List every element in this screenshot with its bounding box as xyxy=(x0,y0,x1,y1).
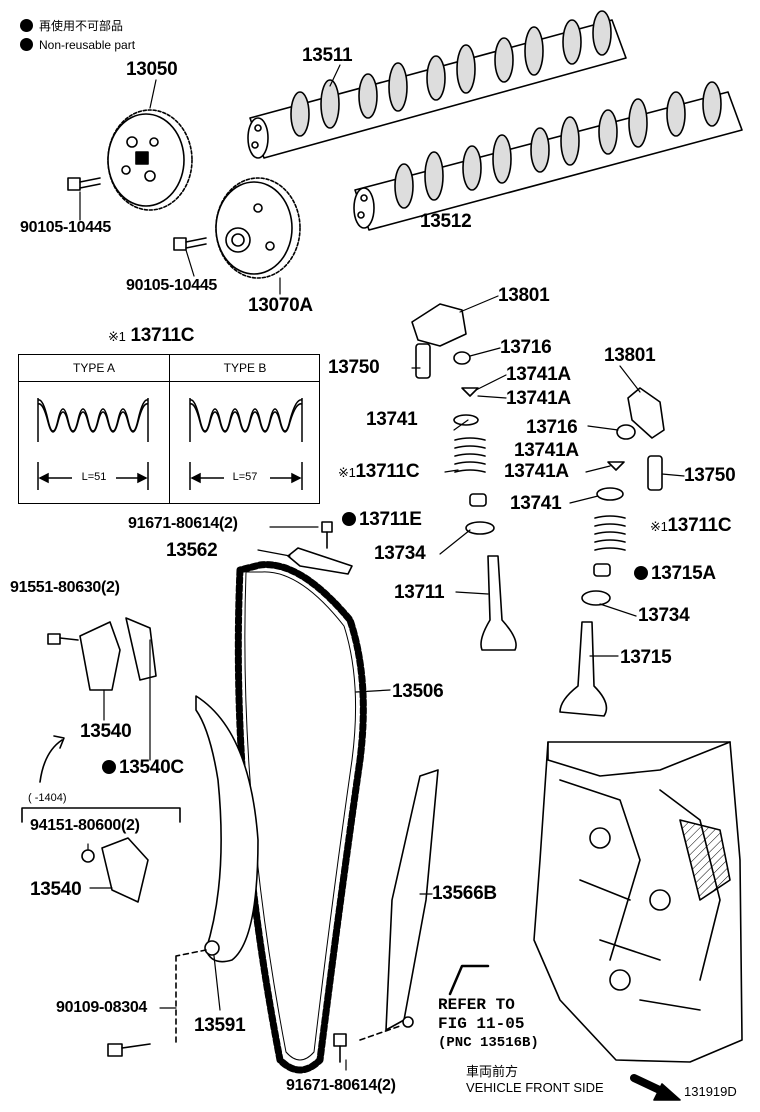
label-91671-top: 91671-80614(2) xyxy=(128,515,238,532)
non-reusable-dot-icon xyxy=(20,19,33,32)
label-13711c-b: ※113711C xyxy=(650,515,732,536)
label-13741a-3: 13741A xyxy=(514,440,579,461)
date-range-note: ( -1404) xyxy=(28,792,67,804)
rocker-arm-13801-b xyxy=(627,387,665,439)
label-13715: 13715 xyxy=(620,647,672,668)
label-90109: 90109-08304 xyxy=(56,999,148,1016)
label-91671-bot: 91671-80614(2) xyxy=(286,1077,396,1094)
chain-tensioner-13540-a xyxy=(47,617,157,691)
label-13734-b: 13734 xyxy=(638,605,690,626)
legend-jp-row: 再使用不可部品 xyxy=(20,16,135,35)
camshaft-13512 xyxy=(353,81,743,231)
label-13070a: 13070A xyxy=(248,295,313,316)
chain-guide-13566b xyxy=(385,769,439,1031)
label-13741-a: 13741 xyxy=(366,409,418,430)
chain-tensioner-13540-b xyxy=(81,837,149,903)
cam-timing-gear-13070a xyxy=(215,177,301,279)
non-reusable-dot-icon xyxy=(342,512,356,526)
type-b-header: TYPE B xyxy=(170,355,320,382)
label-13511: 13511 xyxy=(302,45,353,66)
refer-line-3: (PNC 13516B) xyxy=(438,1035,539,1051)
refer-note: REFER TO FIG 11-05 (PNC 13516B) xyxy=(438,996,539,1053)
label-13540-a: 13540 xyxy=(80,721,132,742)
type-box-title: ※1 13711C xyxy=(108,325,195,346)
label-90105-b: 90105-10445 xyxy=(126,277,218,294)
type-a-header: TYPE A xyxy=(19,355,169,382)
legend-jp: 再使用不可部品 xyxy=(39,19,124,33)
lash-adjuster-13750-a xyxy=(415,343,431,379)
cam-timing-gear-13050 xyxy=(107,109,193,211)
label-13741a-4: 13741A xyxy=(504,461,569,482)
rocker-arm-13801-a xyxy=(411,303,467,347)
label-13801-b: 13801 xyxy=(604,345,656,366)
tensioner-arm-13591 xyxy=(195,695,259,963)
label-13715a: 13715A xyxy=(634,564,716,583)
label-90105-a: 90105-10445 xyxy=(20,219,112,236)
valve-spring-left xyxy=(454,437,486,473)
figure-id: 131919D xyxy=(684,1084,737,1099)
timing-chain-13506 xyxy=(234,561,367,1074)
label-13741a-1: 13741A xyxy=(506,364,571,385)
refer-line-1: REFER TO xyxy=(438,996,515,1014)
valve-spring-right xyxy=(594,515,626,551)
label-91551: 91551-80630(2) xyxy=(10,579,120,596)
label-13750-b: 13750 xyxy=(684,465,736,486)
label-13716-b: 13716 xyxy=(526,417,578,438)
label-13566b: 13566B xyxy=(432,883,497,904)
label-13711: 13711 xyxy=(394,582,445,603)
type-a-length: L=51 xyxy=(81,471,107,483)
lash-adjuster-13750-b xyxy=(647,455,663,491)
chain-guide-13562 xyxy=(287,547,353,575)
spring-type-box: TYPE A L=51 TYPE B L=57 xyxy=(18,354,320,504)
non-reusable-dot-icon xyxy=(634,566,648,580)
non-reusable-dot-icon xyxy=(102,760,116,774)
label-13741-b: 13741 xyxy=(510,493,562,514)
vehicle-front-en: VEHICLE FRONT SIDE xyxy=(466,1080,604,1095)
label-13540c: 13540C xyxy=(102,758,184,777)
bolt-90105-a xyxy=(67,177,101,191)
legend: 再使用不可部品 Non-reusable part xyxy=(20,16,135,54)
label-13512: 13512 xyxy=(420,211,472,232)
vehicle-front-jp: 車両前方 xyxy=(466,1064,519,1079)
label-13711c-a: ※113711C xyxy=(338,461,420,482)
label-13741a-2: 13741A xyxy=(506,388,571,409)
intake-valve-13711 xyxy=(480,555,517,651)
exhaust-valve-13715 xyxy=(559,621,608,717)
refer-line-2: FIG 11-05 xyxy=(438,1015,525,1033)
type-b-column: TYPE B L=57 xyxy=(169,355,320,503)
spring-illustrations xyxy=(37,398,303,490)
legend-en: Non-reusable part xyxy=(39,37,136,52)
label-13050: 13050 xyxy=(126,59,178,80)
label-13801-a: 13801 xyxy=(498,285,550,306)
type-b-length: L=57 xyxy=(232,471,258,483)
type-a-column: TYPE A L=51 xyxy=(19,355,169,503)
engine-block xyxy=(533,741,743,1063)
label-13711e: 13711E xyxy=(342,510,422,529)
non-reusable-dot-icon xyxy=(20,38,33,51)
label-13506: 13506 xyxy=(392,681,444,702)
label-13716-a: 13716 xyxy=(500,337,552,358)
label-13591: 13591 xyxy=(194,1015,246,1036)
label-13540-b: 13540 xyxy=(30,879,82,900)
label-13750-a: 13750 xyxy=(328,357,380,378)
legend-en-row: Non-reusable part xyxy=(20,35,135,54)
bolt-90105-b xyxy=(173,237,207,251)
label-13562: 13562 xyxy=(166,540,218,561)
label-94151: 94151-80600(2) xyxy=(30,817,140,834)
vehicle-front-note: 車両前方 VEHICLE FRONT SIDE xyxy=(466,1064,604,1096)
camshaft-13511 xyxy=(247,10,627,159)
label-13734-a: 13734 xyxy=(374,543,426,564)
